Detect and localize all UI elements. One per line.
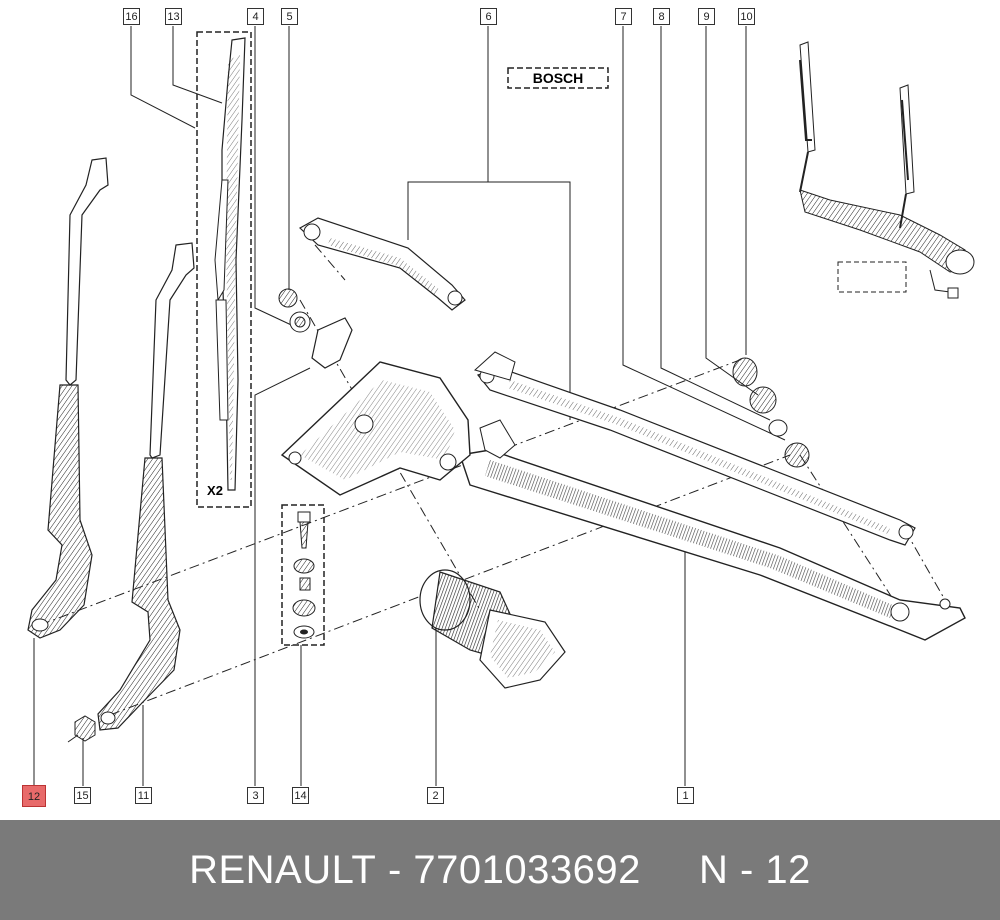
wiper-motor-2 [419, 569, 566, 689]
wiper-blade-group: X2 [196, 31, 252, 508]
make-label: RENAULT [189, 847, 377, 892]
footer-bar: RENAULT - 7701033692 N - 12 [0, 820, 1000, 920]
wiper-arm-12 [27, 157, 109, 639]
part-number: 7701033692 [413, 847, 641, 892]
nut-15 [67, 715, 96, 743]
bosch-label: BOSCH [507, 67, 609, 89]
callout-15: 15 [74, 787, 91, 804]
callout-7: 7 [615, 8, 632, 25]
callout-11: 11 [135, 787, 152, 804]
small-fixings-4-5 [278, 288, 353, 369]
part-reference: RENAULT - 7701033692 N - 12 [0, 820, 1000, 920]
callout-4: 4 [247, 8, 264, 25]
ref-separator: - [739, 847, 754, 892]
assembly-thumbnail [799, 41, 975, 299]
wiper-arm-11 [97, 242, 195, 731]
footer-separator: - [387, 847, 402, 892]
callout-13: 13 [165, 8, 182, 25]
callout-12-highlighted: 12 [22, 785, 46, 807]
callout-14: 14 [292, 787, 309, 804]
linkage-rod-6 [298, 217, 466, 311]
fixing-kit-14 [281, 504, 325, 646]
callout-3: 3 [247, 787, 264, 804]
callout-1: 1 [677, 787, 694, 804]
ref-number: 12 [765, 847, 811, 892]
ref-prefix: N [698, 847, 729, 892]
callout-8: 8 [653, 8, 670, 25]
callout-16: 16 [123, 8, 140, 25]
leader-lines [33, 26, 786, 786]
motor-bracket [280, 351, 516, 496]
callout-10: 10 [738, 8, 755, 25]
callout-5: 5 [281, 8, 298, 25]
callout-2: 2 [427, 787, 444, 804]
quantity-label: X2 [207, 483, 223, 498]
bosch-text: BOSCH [533, 70, 584, 86]
nuts-7-10 [732, 357, 810, 468]
exploded-wiper-diagram: BOSCH X2 [27, 26, 975, 786]
linkage-rod-long-upper [476, 367, 916, 546]
callout-9: 9 [698, 8, 715, 25]
frame-tube-1 [459, 449, 966, 641]
callout-6: 6 [480, 8, 497, 25]
